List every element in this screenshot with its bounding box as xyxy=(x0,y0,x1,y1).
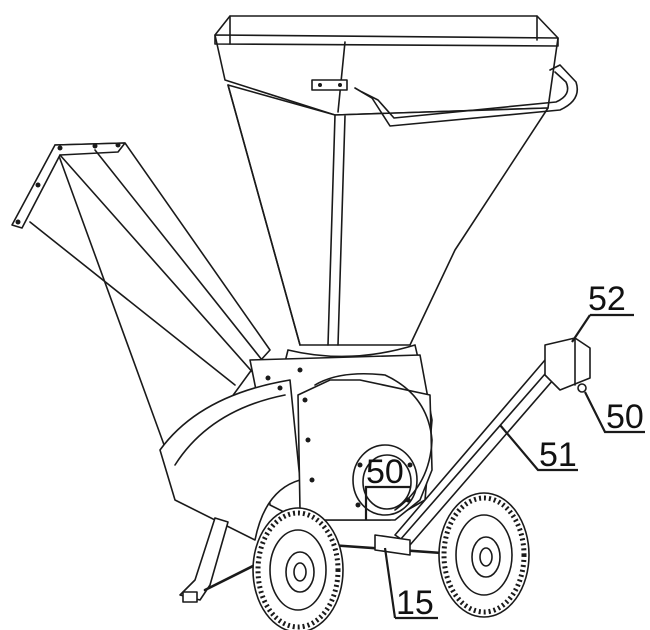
chute-flange xyxy=(11,142,126,229)
callout-15: 15 xyxy=(396,584,434,622)
foot xyxy=(182,591,198,603)
left-wheel xyxy=(252,507,344,630)
leader-15 xyxy=(383,547,397,619)
leader-52 xyxy=(571,314,591,343)
callout-50-center: 50 xyxy=(366,453,404,491)
chipper-housing xyxy=(159,354,433,541)
front-shroud xyxy=(159,379,301,541)
pulley-hub xyxy=(352,444,418,516)
left-hub xyxy=(285,551,315,593)
hopper-rim xyxy=(214,34,559,47)
right-hub xyxy=(471,536,501,578)
frame-mount xyxy=(374,534,411,556)
discharge-chute xyxy=(11,142,271,476)
leader-lines xyxy=(364,313,645,620)
feed-bracket xyxy=(544,337,591,391)
leader-50b xyxy=(364,485,410,520)
callout-50-right: 50 xyxy=(606,398,644,436)
pin-50 xyxy=(577,383,587,393)
callout-52: 52 xyxy=(588,280,626,318)
hopper-bracket xyxy=(311,79,348,91)
push-handle xyxy=(354,64,579,127)
leader-51 xyxy=(499,424,578,472)
callout-51: 51 xyxy=(539,436,577,474)
leader-50a xyxy=(584,391,645,434)
hopper-box xyxy=(214,15,559,116)
hopper xyxy=(214,15,559,367)
right-wheel xyxy=(438,492,530,618)
front-leg xyxy=(179,517,229,601)
